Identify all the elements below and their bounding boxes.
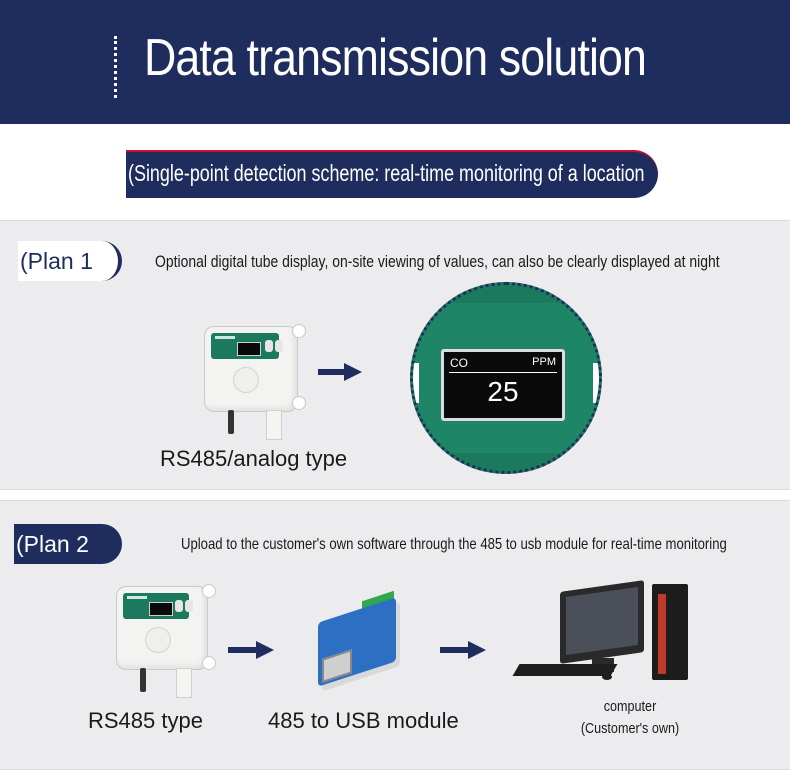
subtitle-pill xyxy=(126,150,658,198)
arrow-right-icon xyxy=(228,641,274,659)
monitor-screen xyxy=(566,586,638,656)
plan2-sensor-device xyxy=(116,586,208,670)
subtitle-text: (Single-point detection scheme: real-tim… xyxy=(128,160,645,186)
plan1-panel xyxy=(0,220,790,490)
sensor-screen xyxy=(237,342,261,356)
sensor-vent xyxy=(145,627,171,653)
plan2-description: Upload to the customer's own software th… xyxy=(181,536,727,553)
sensor-probe xyxy=(266,410,282,440)
sensor-cylinder-icon xyxy=(185,600,193,612)
sensor-cylinder-icon xyxy=(265,340,273,352)
plan1-device-label: RS485/analog type xyxy=(160,446,348,471)
computer-owner-label: (Customer's own) xyxy=(580,720,680,737)
sensor-mount-hole xyxy=(292,396,306,410)
plan2-device-label: RS485 type xyxy=(88,708,203,733)
sensor-probe xyxy=(176,668,192,698)
header-cursor-mark xyxy=(114,36,120,98)
sensor-vent xyxy=(233,367,259,393)
lcd-display: CO PPM 25 xyxy=(441,349,565,421)
tower-stripe xyxy=(658,594,666,674)
mouse-icon xyxy=(602,674,612,680)
lcd-divider xyxy=(449,372,557,373)
keyboard-icon xyxy=(512,664,618,676)
display-zoom-circle: CO PPM 25 xyxy=(410,282,602,474)
lcd-gas-label: CO xyxy=(450,356,468,370)
plan1-tag: (Plan 1 xyxy=(18,241,122,281)
computer-label: computer xyxy=(603,698,657,715)
sensor-cylinder-icon xyxy=(175,600,183,612)
plan2-tag: (Plan 2 xyxy=(14,524,122,564)
plan1-sensor-device xyxy=(204,326,298,412)
sensor-mount-hole xyxy=(202,656,216,670)
sensor-display-strip xyxy=(123,593,193,619)
sensor-display-strip xyxy=(211,333,283,359)
arrow-right-icon xyxy=(318,363,362,381)
plan1-description: Optional digital tube display, on-site v… xyxy=(155,252,720,271)
sensor-label-mark xyxy=(127,596,147,599)
arrow-right-icon xyxy=(440,641,486,659)
sensor-mount-hole xyxy=(202,584,216,598)
zoom-right-edge xyxy=(593,363,599,403)
sensor-cylinder-icon xyxy=(275,340,283,352)
sensor-label-mark xyxy=(215,336,235,339)
sensor-screen xyxy=(149,602,173,616)
zoom-left-edge xyxy=(413,363,419,403)
page-title: Data transmission solution xyxy=(143,29,647,87)
lcd-value: 25 xyxy=(487,376,519,407)
lcd-unit-label: PPM xyxy=(532,356,556,368)
sensor-mount-hole xyxy=(292,324,306,338)
sensor-cable xyxy=(140,668,146,692)
sensor-cable xyxy=(228,410,234,434)
plan2-module-label: 485 to USB module xyxy=(268,708,459,733)
header-banner xyxy=(0,0,790,124)
